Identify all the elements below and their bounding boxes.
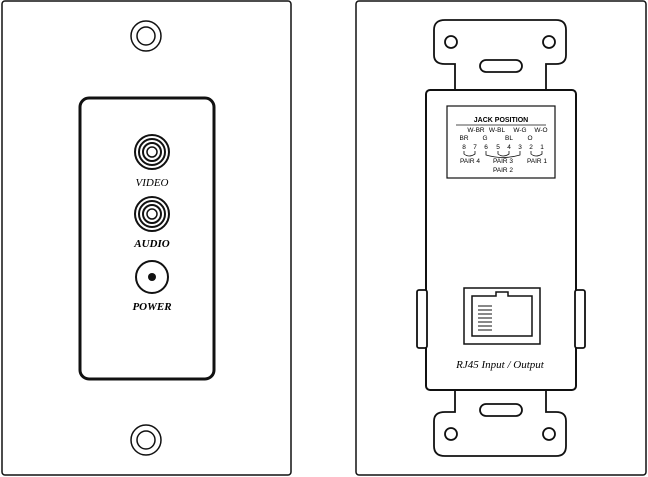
rj45-port-icon — [463, 287, 541, 345]
color-code-o: O — [527, 135, 532, 142]
power-label: POWER — [132, 301, 171, 313]
top-slot — [479, 59, 523, 73]
front-inner-panel — [78, 96, 216, 381]
pin-3: 3 — [518, 144, 522, 151]
bottom-screw-icon — [130, 424, 162, 456]
pin-5: 5 — [496, 144, 500, 151]
pair-2-label: PAIR 2 — [493, 167, 513, 174]
color-code-w-g: W-G — [513, 127, 526, 134]
pin-1: 1 — [540, 144, 544, 151]
pair-brackets — [463, 151, 543, 158]
left-side-tab — [416, 289, 428, 349]
bottom-right-ear-hole-icon — [542, 427, 556, 441]
pair-1-label: PAIR 1 — [527, 158, 547, 165]
color-code-g: G — [482, 135, 487, 142]
bottom-mounting-ear — [433, 389, 567, 457]
pair-3-label: PAIR 3 — [493, 158, 513, 165]
top-left-ear-hole-icon — [444, 35, 458, 49]
jack-position-title: JACK POSITION — [474, 117, 528, 124]
bottom-left-ear-hole-icon — [444, 427, 458, 441]
color-code-w-bl: W-BL — [489, 127, 506, 134]
pin-7: 7 — [473, 144, 477, 151]
video-label: VIDEO — [136, 177, 169, 189]
color-code-w-br: W-BR — [467, 127, 485, 134]
color-code-br: BR — [459, 135, 468, 142]
rj45-label: RJ45 Input / Output — [455, 359, 545, 371]
top-screw-icon — [130, 20, 162, 52]
bottom-slot — [479, 403, 523, 417]
audio-rca-jack-icon — [134, 196, 170, 232]
jack-position-box — [446, 105, 556, 179]
pin-8: 8 — [462, 144, 466, 151]
pin-2: 2 — [529, 144, 533, 151]
top-mounting-ear — [433, 19, 567, 91]
power-jack-icon — [135, 260, 169, 294]
top-right-ear-hole-icon — [542, 35, 556, 49]
audio-label: AUDIO — [133, 238, 170, 250]
pin-4: 4 — [507, 144, 511, 151]
right-side-tab — [574, 289, 586, 349]
video-rca-jack-icon — [134, 134, 170, 170]
pin-6: 6 — [484, 144, 488, 151]
pair-4-label: PAIR 4 — [460, 158, 480, 165]
color-code-w-o: W-O — [534, 127, 547, 134]
color-code-bl: BL — [505, 135, 513, 142]
